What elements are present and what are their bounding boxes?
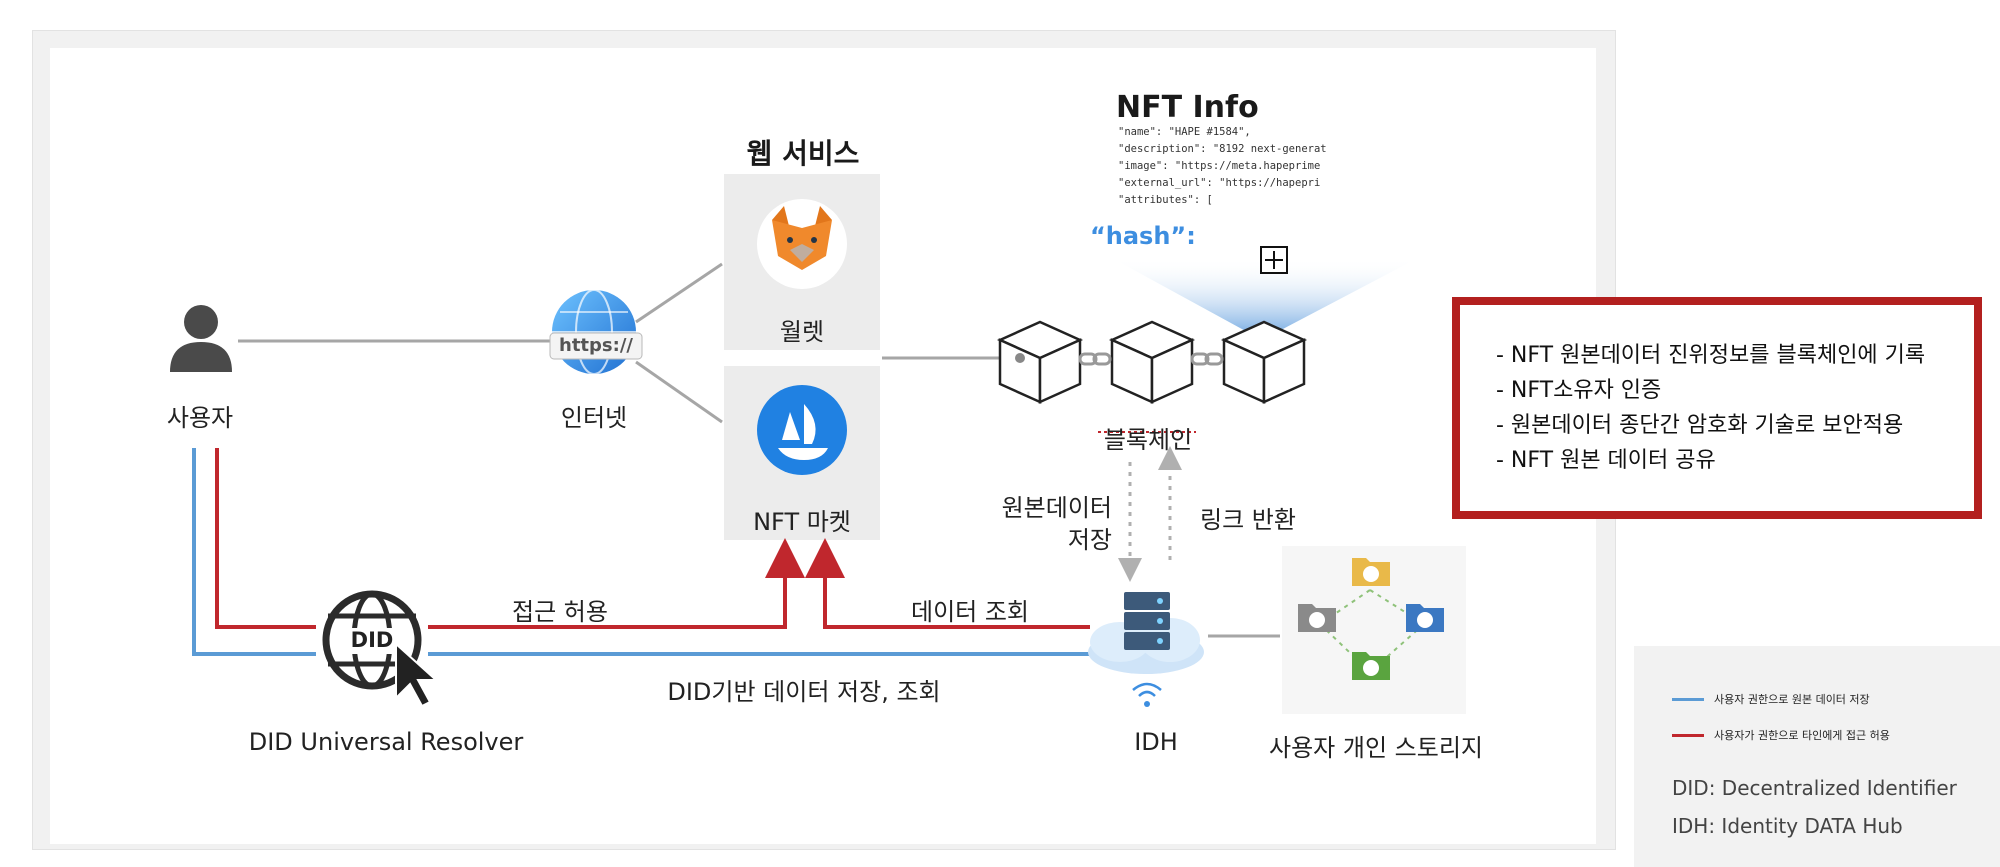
- nft-info-line: "image": "https://meta.hapeprime: [1118, 160, 1321, 172]
- data-query-label: 데이터 조회: [910, 598, 1030, 626]
- nft-info-line: "external_url": "https://hapepri: [1118, 177, 1321, 189]
- block-cube-3: [1220, 320, 1308, 404]
- legend: 사용자 권한으로 원본 데이터 저장 사용자가 권한으로 타인에게 접근 허용 …: [1634, 646, 2000, 867]
- user-label: 사용자: [166, 404, 234, 432]
- store-original-label: 원본데이터: [1001, 494, 1112, 522]
- block-cube-2: [1108, 320, 1196, 404]
- folder-top: [1352, 558, 1390, 586]
- nft-info-line: "name": "HAPE #1584",: [1118, 126, 1251, 138]
- feature-box: - NFT 원본데이터 진위정보를 블록체인에 기록 - NFT소유자 인증 -…: [1452, 297, 1982, 519]
- cursor-icon: [395, 641, 439, 708]
- chain-links: [1078, 352, 1224, 366]
- nft-info-line: "attributes": [: [1118, 194, 1213, 206]
- blockchain-cubes: [996, 320, 1308, 404]
- access-allow-label: 접근 허용: [512, 598, 608, 626]
- internet-label: 인터넷: [560, 404, 628, 432]
- folder-left: [1298, 604, 1336, 632]
- feature-item: - 원본데이터 종단간 암호화 기술로 보안적용: [1496, 413, 1904, 438]
- feature-item: - NFT소유자 인증: [1496, 378, 1662, 403]
- link-return-label: 링크 반환: [1200, 506, 1296, 534]
- hash-label: “hash”:: [1090, 222, 1196, 250]
- nft-market-label: NFT 마켓: [753, 508, 851, 536]
- opensea-icon: [757, 385, 847, 475]
- block-cube-1: [996, 320, 1084, 404]
- https-badge: https://: [559, 335, 633, 356]
- user-icon: [170, 305, 232, 372]
- feature-item: - NFT 원본 데이터 공유: [1496, 448, 1716, 473]
- legend-idh-abbr: IDH: Identity DATA Hub: [1672, 814, 1903, 838]
- did-badge: DID: [350, 628, 394, 652]
- storage-label: 사용자 개인 스토리지: [1269, 734, 1483, 762]
- folder-right: [1406, 604, 1444, 632]
- personal-storage-icon: [1282, 546, 1466, 714]
- feature-item: - NFT 원본데이터 진위정보를 블록체인에 기록: [1496, 343, 1926, 368]
- wallet-label: 월렛: [779, 318, 825, 346]
- grey-connectors: [238, 262, 1280, 638]
- legend-red-text: 사용자가 권한으로 타인에게 접근 허용: [1714, 729, 1890, 742]
- idh-server-icon: [1088, 592, 1204, 707]
- globe-icon: [549, 289, 643, 375]
- blue-flow: [192, 448, 1095, 656]
- hash-beam: [1112, 258, 1418, 340]
- nft-info-title: NFT Info: [1116, 90, 1259, 125]
- legend-red-swatch: [1672, 734, 1704, 737]
- store-original-label: 저장: [1067, 526, 1112, 554]
- did-resolver-label: DID Universal Resolver: [248, 728, 524, 756]
- web-service-title: 웹 서비스: [746, 137, 860, 170]
- fox-icon: [757, 199, 847, 289]
- legend-blue-text: 사용자 권한으로 원본 데이터 저장: [1714, 693, 1870, 706]
- legend-did-abbr: DID: Decentralized Identifier: [1672, 776, 1957, 800]
- legend-blue-swatch: [1672, 698, 1704, 701]
- red-flow: [215, 448, 1090, 629]
- idh-label: IDH: [1134, 728, 1178, 756]
- nft-info-line: "description": "8192 next-generat: [1118, 143, 1327, 155]
- folder-bottom: [1352, 652, 1390, 680]
- did-store-query-label: DID기반 데이터 저장, 조회: [667, 678, 941, 706]
- blockchain-label: 블록체인: [1103, 426, 1193, 454]
